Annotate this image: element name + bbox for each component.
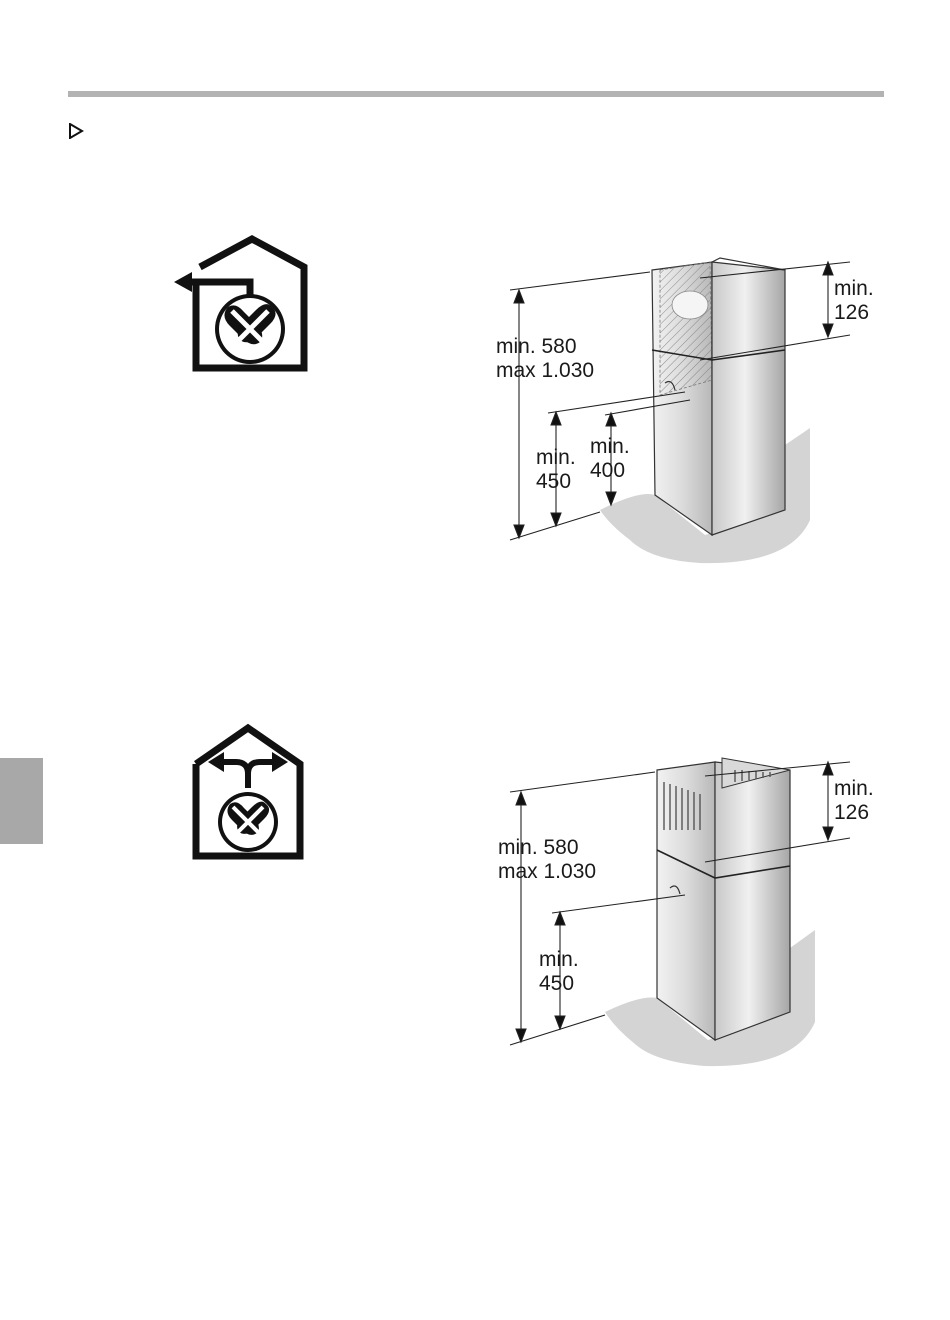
dim-total-height-label-2: min. 580 max 1.030 — [498, 836, 596, 884]
header-rule — [68, 91, 884, 97]
exhaust-air-mode-icon — [170, 234, 310, 374]
play-triangle-icon — [68, 123, 84, 139]
chimney-diagram-recirculation — [490, 750, 890, 1080]
dim-min-450-label-2: min. 450 — [539, 948, 579, 996]
dim-top-clearance-label: min. 126 — [834, 277, 874, 325]
chapter-tab — [0, 758, 43, 844]
dim-min-450-label: min. 450 — [536, 446, 576, 494]
recirculation-mode-icon — [190, 722, 306, 862]
dim-total-height-label: min. 580 max 1.030 — [496, 335, 594, 383]
dim-min-400-label: min. 400 — [590, 435, 630, 483]
chimney-diagram-exhaust — [490, 250, 890, 580]
dim-top-clearance-label-2: min. 126 — [834, 777, 874, 825]
